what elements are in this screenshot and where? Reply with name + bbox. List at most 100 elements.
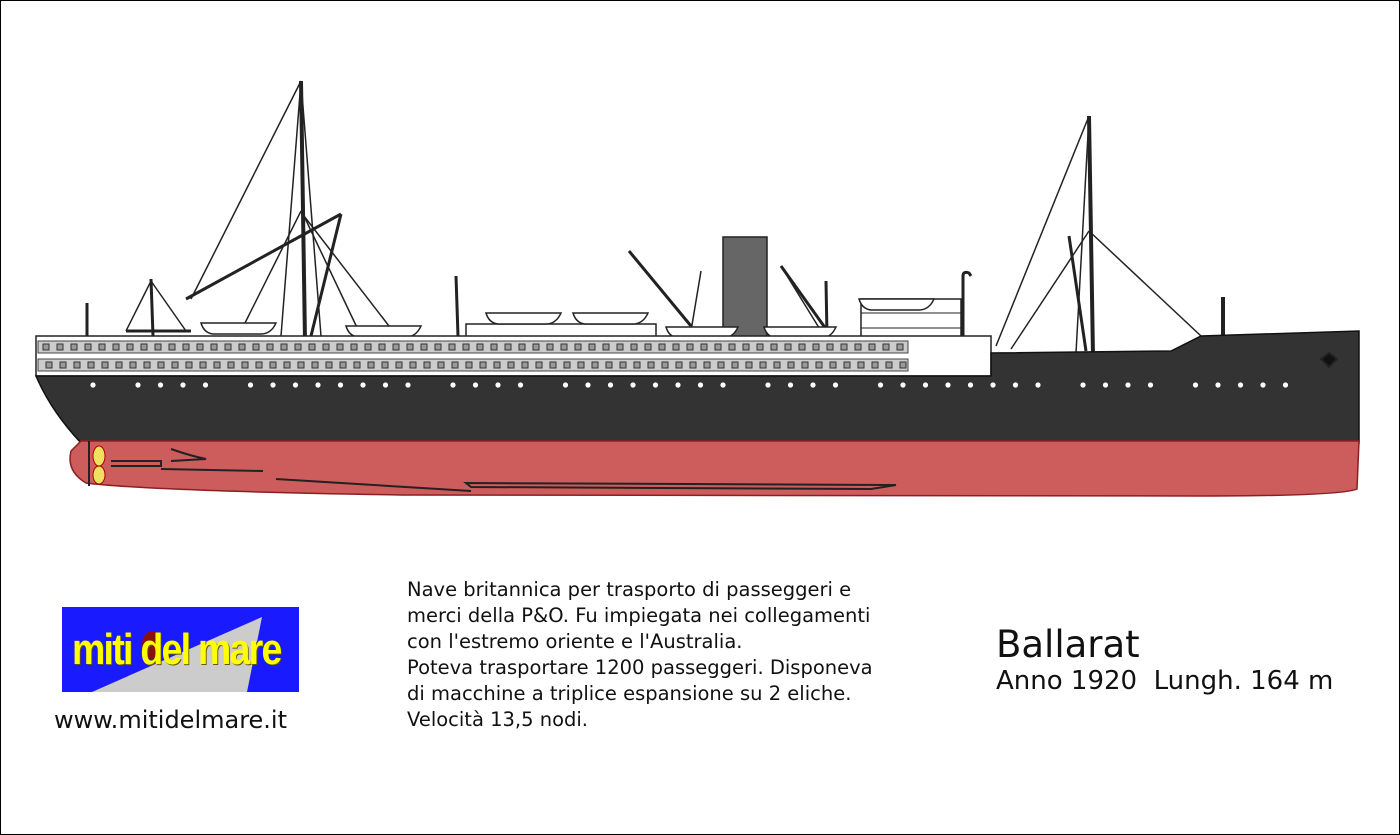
window	[423, 361, 431, 369]
window	[703, 361, 711, 369]
window	[535, 361, 543, 369]
porthole	[922, 382, 929, 388]
propeller-icon	[92, 445, 106, 467]
window	[336, 343, 344, 351]
porthole	[1192, 382, 1199, 388]
porthole	[877, 382, 884, 388]
window	[409, 361, 417, 369]
porthole	[405, 382, 411, 388]
window	[283, 361, 291, 369]
porthole	[315, 382, 321, 388]
porthole	[1215, 382, 1221, 388]
window	[857, 361, 865, 369]
porthole	[967, 382, 974, 388]
window	[787, 361, 795, 369]
description-line: con l'estremo oriente e l'Australia.	[407, 630, 743, 653]
description-line: Poteva trasportare 1200 passeggeri. Disp…	[407, 656, 873, 679]
window	[434, 343, 442, 351]
window	[885, 361, 893, 369]
window	[378, 343, 386, 351]
window	[616, 343, 624, 351]
window	[493, 361, 501, 369]
porthole	[337, 382, 344, 388]
window	[437, 361, 445, 369]
logo[interactable]: miti del mare	[62, 607, 299, 692]
porthole	[90, 382, 96, 388]
window	[199, 361, 207, 369]
window	[395, 361, 403, 369]
window	[798, 343, 806, 351]
window	[101, 361, 109, 369]
website-link[interactable]: www.mitidelmare.it	[54, 706, 288, 734]
window	[140, 343, 148, 351]
window	[297, 361, 305, 369]
window	[602, 343, 610, 351]
hull	[34, 330, 1360, 444]
window	[868, 343, 876, 351]
window	[549, 361, 557, 369]
ship-description: Nave britannica per trasporto di passegg…	[407, 577, 873, 733]
window	[633, 361, 641, 369]
lifeboat	[484, 312, 563, 325]
window	[675, 361, 683, 369]
window	[770, 343, 778, 351]
window	[311, 361, 319, 369]
window	[686, 343, 694, 351]
porthole	[1035, 382, 1041, 388]
porthole	[247, 382, 254, 388]
window	[759, 361, 767, 369]
window	[70, 343, 78, 351]
window	[367, 361, 375, 369]
rigging	[125, 80, 1202, 354]
window	[742, 343, 750, 351]
window	[507, 361, 515, 369]
description-line: Velocità 13,5 nodi.	[407, 708, 589, 731]
ship-name: Ballarat	[996, 623, 1140, 666]
window	[826, 343, 834, 351]
porthole	[495, 382, 501, 388]
window	[171, 361, 179, 369]
porthole	[900, 382, 906, 388]
window	[717, 361, 725, 369]
porthole	[652, 382, 659, 388]
window	[112, 343, 120, 351]
window	[899, 361, 907, 369]
window	[465, 361, 473, 369]
window	[815, 361, 823, 369]
window	[476, 343, 484, 351]
window	[322, 343, 330, 351]
porthole	[832, 382, 839, 388]
porthole	[787, 382, 794, 388]
porthole	[292, 382, 299, 388]
window	[115, 361, 123, 369]
window	[714, 343, 722, 351]
window	[98, 343, 106, 351]
window	[840, 343, 848, 351]
window	[420, 343, 428, 351]
window	[255, 361, 263, 369]
window	[672, 343, 680, 351]
window	[532, 343, 540, 351]
window	[381, 361, 389, 369]
porthole	[675, 382, 681, 388]
window	[59, 361, 67, 369]
ship-drawing	[34, 80, 1360, 497]
window	[213, 361, 221, 369]
porthole	[1282, 382, 1289, 388]
window	[339, 361, 347, 369]
window	[591, 361, 599, 369]
lifeboat	[571, 312, 650, 325]
lifeboats	[199, 298, 936, 339]
window	[801, 361, 809, 369]
window	[577, 361, 585, 369]
window	[490, 343, 498, 351]
window	[745, 361, 753, 369]
logo-text: miti del mare	[72, 625, 282, 674]
window	[84, 343, 92, 351]
window	[350, 343, 358, 351]
window	[45, 361, 53, 369]
porthole	[990, 382, 996, 388]
window	[728, 343, 736, 351]
porthole	[562, 382, 569, 388]
